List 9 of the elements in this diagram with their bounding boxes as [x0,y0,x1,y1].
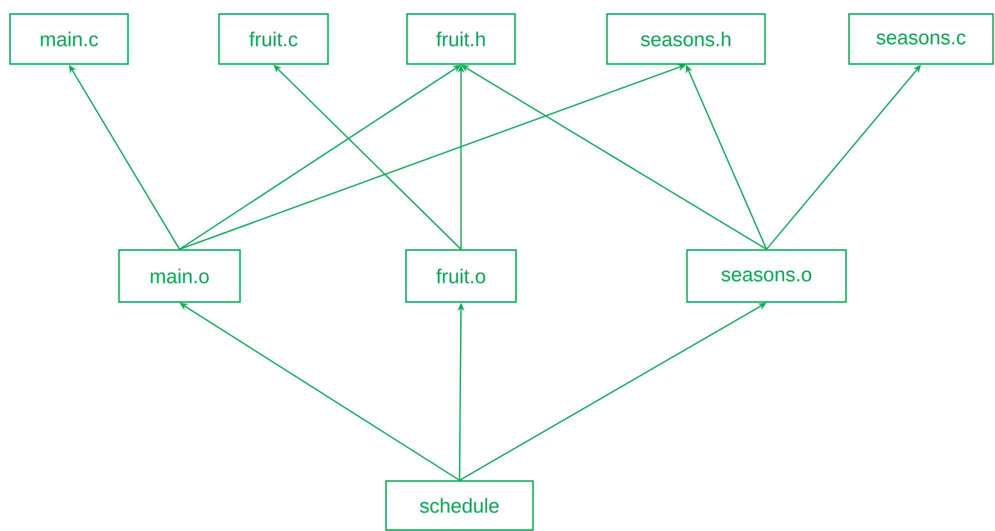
file-box: seasons.o [686,249,847,303]
file-box: fruit.c [218,13,329,65]
file-box: fruit.o [405,249,517,303]
file-box: schedule [385,480,534,531]
file-box: seasons.h [606,13,766,65]
file-box: seasons.c [848,13,994,65]
file-box: fruit.h [406,13,516,65]
file-box: main.o [118,249,241,303]
file-box: main.c [9,13,129,65]
